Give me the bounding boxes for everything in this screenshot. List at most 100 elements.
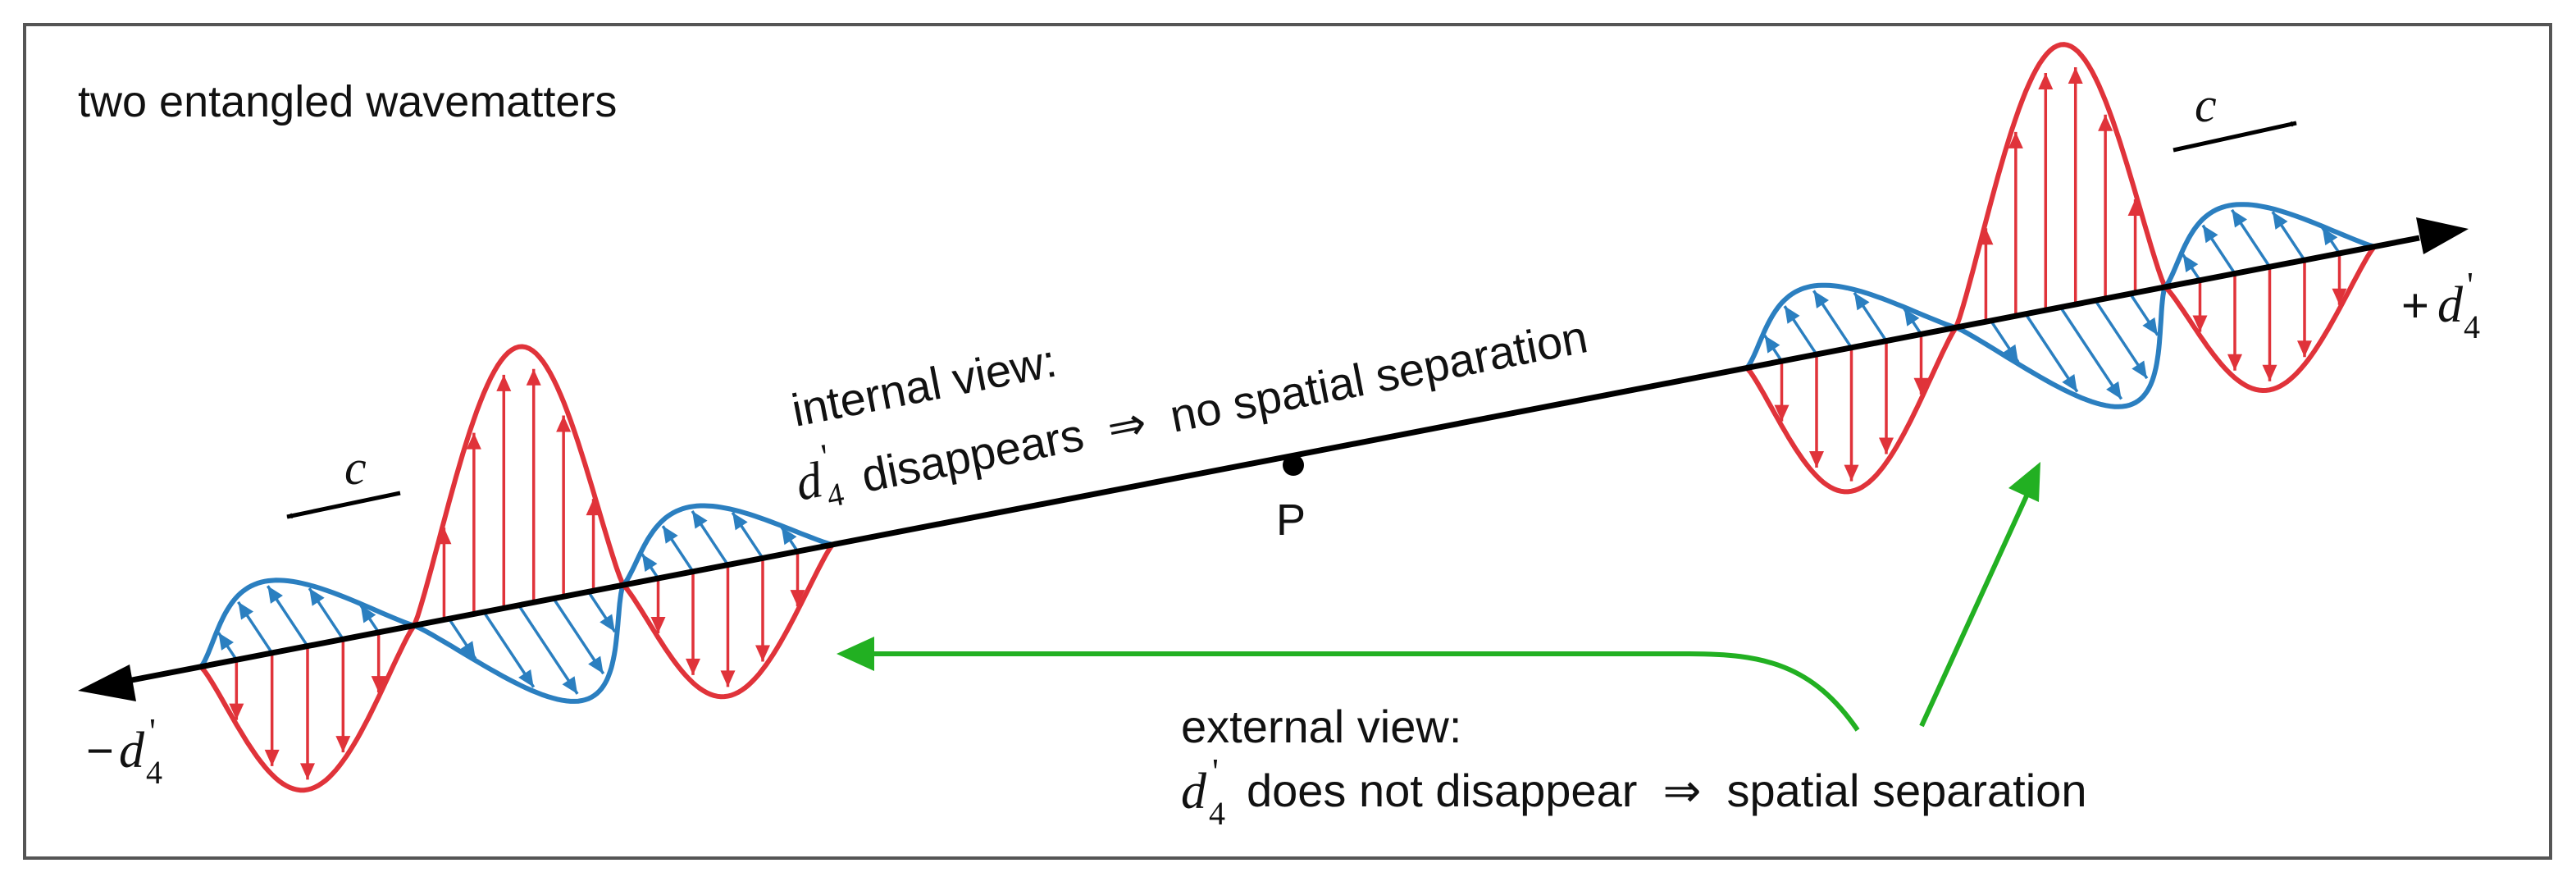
- svg-text:': ': [818, 436, 832, 477]
- green-arrowhead-right: [2008, 462, 2040, 502]
- right-speed-arrow: [2173, 121, 2297, 153]
- internal-view-annotation: internal view: d 4 ' disappears ⇒ no spa…: [787, 310, 1591, 514]
- svg-text:−: −: [86, 724, 114, 778]
- figure-border: [23, 23, 2552, 860]
- blue-lobe-1: [198, 578, 415, 669]
- svg-text:': ': [1212, 751, 1219, 792]
- red-lobe-2: [1954, 42, 2168, 329]
- blue-field-arrowhead: [1904, 308, 1920, 326]
- blue-field-arrowhead: [562, 676, 578, 694]
- blue-field-arrowhead: [2062, 373, 2077, 392]
- red-field-arrowhead: [1978, 228, 1994, 245]
- red-lobe-0: [1744, 326, 1958, 495]
- blue-field-arrowhead: [692, 510, 708, 529]
- external-view-statement: does not disappear ⇒ spatial separation: [1247, 765, 2086, 816]
- blue-field-arrowhead: [1764, 335, 1780, 354]
- red-lobe-0: [198, 623, 417, 793]
- red-field-arrowhead: [436, 527, 452, 545]
- blue-lobe-1: [1744, 282, 1957, 370]
- red-field-arrowhead: [650, 617, 666, 634]
- left-wavematter: [198, 344, 835, 793]
- svg-text:+: +: [2401, 279, 2429, 332]
- green-arrowhead-left: [837, 637, 874, 671]
- d4-axis: [78, 217, 2469, 701]
- svg-text:': ': [149, 711, 156, 751]
- red-field-arrowhead: [2038, 73, 2054, 90]
- blue-field-arrowhead: [2202, 225, 2218, 244]
- blue-field-arrowhead: [1784, 306, 1800, 324]
- blue-field-arrowhead: [588, 655, 604, 674]
- internal-view-statement: disappears ⇒ no spatial separation: [857, 310, 1591, 502]
- right-speed-indicator: c: [2173, 78, 2297, 153]
- svg-text:4: 4: [1209, 795, 1225, 832]
- blue-field-arrowhead: [663, 526, 678, 544]
- blue-field-arrowhead: [641, 554, 658, 573]
- blue-field-arrowhead: [2232, 209, 2248, 228]
- blue-field-arrowhead: [2131, 360, 2147, 379]
- red-field-arrowhead: [2008, 131, 2023, 148]
- blue-field-arrowhead: [518, 669, 534, 687]
- red-field-arrowhead: [2127, 199, 2143, 217]
- red-field-arrowhead: [2227, 354, 2242, 371]
- blue-field-arrow: [2059, 306, 2123, 400]
- left-speed-indicator: c: [286, 441, 401, 519]
- red-field-arrowhead: [1844, 464, 1859, 482]
- point-p-label: P: [1276, 495, 1306, 545]
- blue-field-arrowhead: [360, 605, 376, 623]
- red-field-arrowhead: [335, 736, 351, 753]
- svg-text:4: 4: [2464, 308, 2480, 345]
- blue-field-arrowhead: [267, 586, 283, 604]
- blue-field-arrowhead: [732, 512, 748, 531]
- green-arrow-to-right: [1919, 489, 2031, 728]
- axis-line: [114, 235, 2420, 687]
- red-field-arrowhead: [720, 670, 736, 687]
- blue-field-arrowhead: [460, 641, 476, 659]
- axis-arrowhead-negative: [78, 664, 136, 701]
- blue-lobe-5: [621, 503, 833, 587]
- blue-field-arrowhead: [2182, 254, 2199, 273]
- red-field-arrowhead: [229, 703, 244, 720]
- blue-field-arrowhead: [2322, 227, 2338, 246]
- blue-field-arrowhead: [781, 527, 797, 546]
- blue-lobe-5: [2163, 202, 2375, 289]
- red-lobe-2: [412, 344, 626, 627]
- red-field-arrowhead: [2192, 315, 2208, 332]
- left-speed-arrow: [286, 491, 401, 519]
- red-field-arrowhead: [496, 374, 512, 391]
- blue-field-arrowhead: [1813, 290, 1830, 308]
- blue-field-arrow: [517, 604, 579, 695]
- axis-label-negative: − d 4 ': [86, 711, 162, 791]
- external-view-arrows: [837, 462, 2040, 732]
- red-field-arrowhead: [790, 590, 805, 607]
- red-field-arrowhead: [264, 749, 280, 766]
- blue-field-arrowhead: [238, 601, 254, 620]
- red-field-arrowhead: [2332, 288, 2347, 305]
- red-field-arrowhead: [300, 763, 315, 780]
- red-field-arrowhead: [1879, 437, 1894, 454]
- green-arrow-to-left: [868, 651, 1860, 732]
- blue-lobe-3: [413, 584, 626, 704]
- svg-text:4: 4: [146, 754, 162, 791]
- red-field-arrowhead: [371, 676, 386, 693]
- red-field-arrowhead: [586, 499, 601, 516]
- red-field-arrowhead: [526, 368, 541, 386]
- red-field-arrowhead: [2098, 114, 2113, 131]
- svg-text:d: d: [119, 723, 145, 779]
- blue-field-arrowhead: [2272, 212, 2288, 230]
- red-field-arrowhead: [1913, 377, 1929, 395]
- red-field-arrowhead: [755, 645, 770, 662]
- blue-field-arrowhead: [2106, 381, 2122, 400]
- red-field-arrowhead: [686, 658, 700, 675]
- axis-arrowhead-positive: [2416, 217, 2469, 254]
- point-p-marker: [1283, 454, 1304, 476]
- right-wavematter: [1744, 42, 2377, 495]
- external-view-heading: external view:: [1181, 701, 1461, 752]
- red-field-arrowhead: [1774, 404, 1790, 422]
- red-lobe-4: [621, 543, 835, 700]
- red-field-arrowhead: [2297, 340, 2312, 358]
- blue-field-arrowhead: [600, 614, 615, 632]
- svg-text:d: d: [2437, 277, 2464, 333]
- red-lobe-4: [2163, 244, 2377, 394]
- red-field-arrowhead: [1809, 450, 1824, 468]
